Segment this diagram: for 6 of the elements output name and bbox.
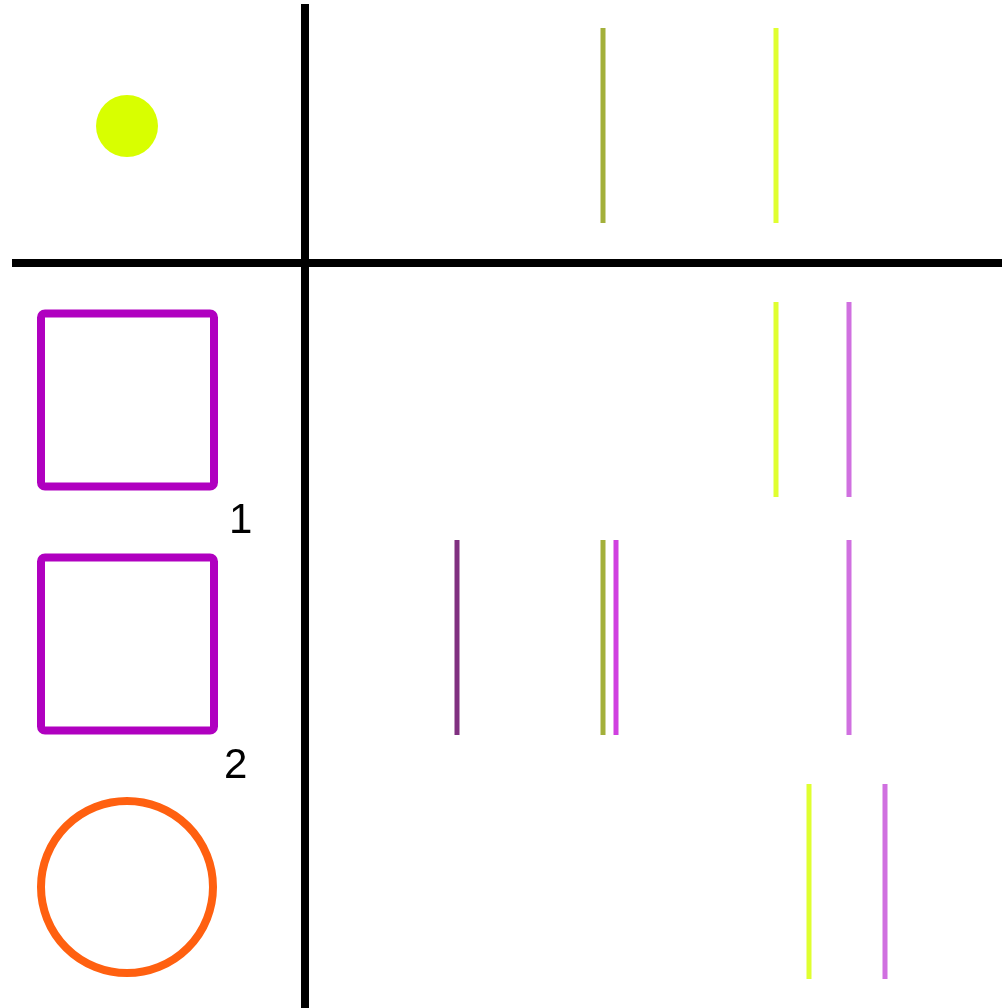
- square-outline: [37, 309, 218, 491]
- index-number: 2: [224, 743, 248, 785]
- index-number: 1: [229, 498, 253, 540]
- circle-outline: [37, 797, 217, 977]
- square-outline: [37, 553, 218, 735]
- filled-dot: [96, 95, 158, 157]
